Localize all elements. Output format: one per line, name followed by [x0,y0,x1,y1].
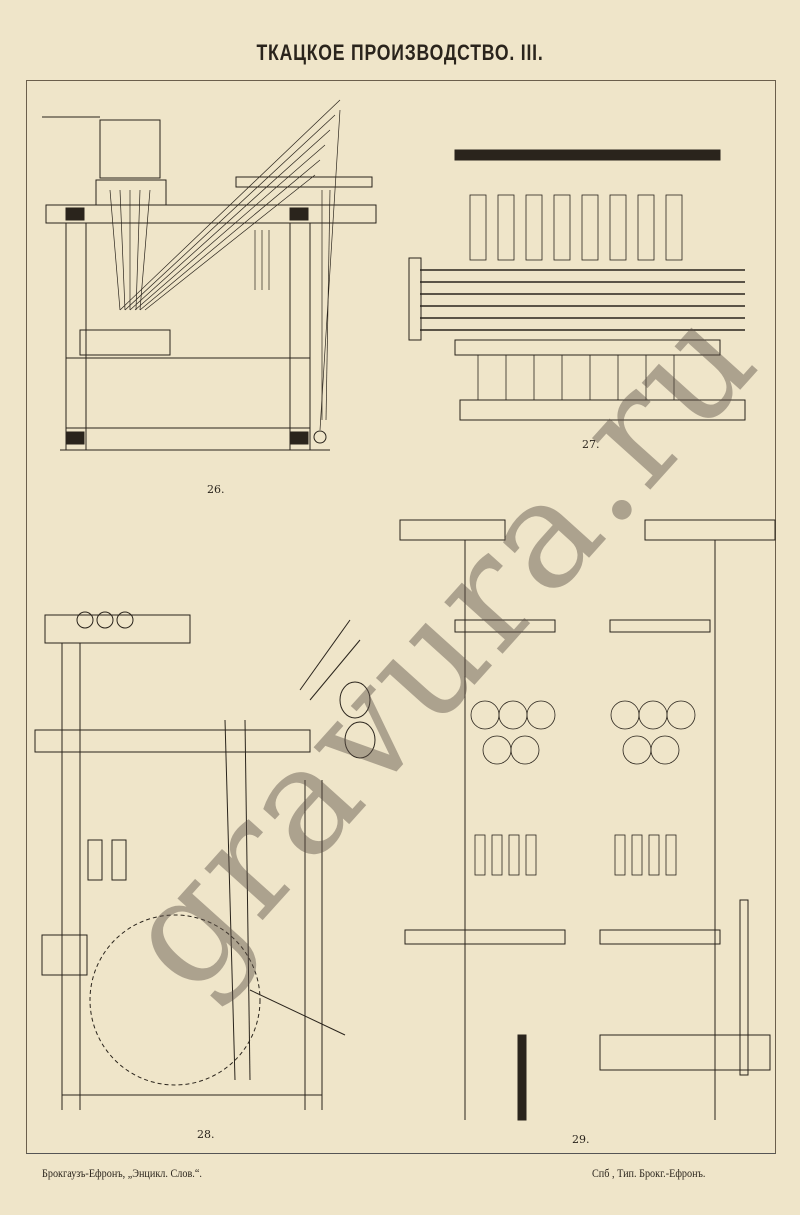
footer-publisher: Брокгаузъ-Ефронъ, „Энцикл. Слов.“. [42,1166,202,1180]
figure-28-label: 28. [197,1128,215,1141]
figure-29-label: 29. [572,1133,590,1146]
figure-28-drawing [34,611,376,1110]
plate-frame [26,80,776,1154]
plate-title: ТКАЦКОЕ ПРОИЗВОДСТВО. III. [256,40,544,65]
footer-printer: Спб , Тип. Брокг.-Ефронъ. [592,1166,706,1180]
figure-26-label: 26. [207,483,225,496]
figure-26-drawing [42,99,377,451]
figure-27-label: 27. [582,438,600,451]
figure-29-drawing [399,519,776,1121]
figure-27-drawing [408,149,746,421]
